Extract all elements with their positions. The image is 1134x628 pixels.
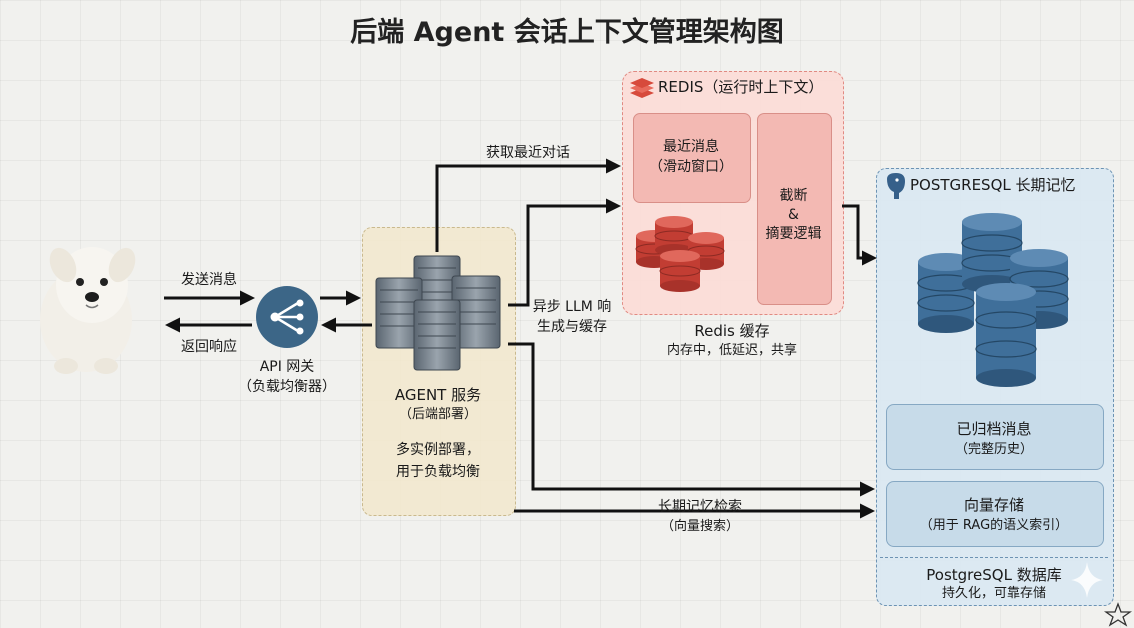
redis-logo-icon [630, 78, 654, 98]
gateway-agent-arrows [320, 290, 372, 333]
vector-search-label: （向量搜索） [660, 519, 739, 534]
sliding-window-label: （滑动窗口） [649, 159, 733, 175]
star-icon [1103, 602, 1133, 627]
redis-database-icon [635, 216, 725, 292]
vector-store-label: 向量存储 [963, 496, 1024, 514]
rag-index-label: （用于 RAG的语义索引） [919, 518, 1069, 533]
postgres-database-icon [917, 213, 1069, 387]
network-icon [270, 299, 304, 335]
client-gateway-arrows [164, 290, 255, 333]
agent-service-label: AGENT 服务 [394, 386, 482, 404]
diagram-title: 后端 Agent 会话上下文管理架构图 [350, 17, 784, 48]
postgres-footer-sub: 持久化，可靠存储 [941, 586, 1046, 601]
postgres-footer-title: PostgreSQL 数据库 [926, 566, 1062, 584]
redis-caption: Redis 缓存 [694, 322, 770, 340]
send-message-label: 发送消息 [181, 272, 237, 288]
redis-subcaption: 内存中，低延迟，共享 [666, 343, 797, 358]
postgres-footer-divider [880, 557, 1108, 558]
gateway-label: API 网关 [259, 359, 315, 375]
truncation-summary-box [757, 113, 832, 305]
postgres-header: POSTGRESQL 长期记忆 [910, 176, 1076, 194]
agent-note-line1: 多实例部署， [396, 442, 480, 458]
gateway-sublabel: （负载均衡器） [238, 379, 336, 395]
redis-header: REDIS（运行时上下文） [658, 78, 824, 96]
summary-logic-label: 摘要逻辑 [765, 226, 822, 242]
agent-service-sublabel: （后端部署） [398, 407, 477, 422]
postgres-elephant-icon [887, 173, 905, 199]
ampersand-label: & [788, 207, 799, 223]
agent-note-line2: 用于负载均衡 [396, 464, 480, 480]
archived-messages-box [886, 404, 1104, 470]
agent-storage-arrows [435, 158, 877, 519]
ltm-retrieval-label: 长期记忆检索 [658, 499, 742, 515]
server-rack-icon [375, 255, 501, 371]
puppy-client-icon [40, 247, 136, 374]
return-response-label: 返回响应 [181, 339, 237, 355]
fetch-recent-label: 获取最近对话 [486, 145, 570, 161]
async-llm-label-line1: 异步 LLM 响 [532, 299, 612, 315]
full-history-label: （完整历史） [954, 442, 1033, 457]
vector-store-box [886, 481, 1104, 547]
recent-messages-box [633, 113, 751, 203]
async-llm-label-line2: 生成与缓存 [537, 319, 607, 335]
sparkle-icon [1071, 562, 1103, 598]
archived-messages-label: 已归档消息 [956, 420, 1032, 438]
recent-messages-label: 最近消息 [663, 139, 719, 155]
truncation-label: 截断 [779, 188, 808, 204]
